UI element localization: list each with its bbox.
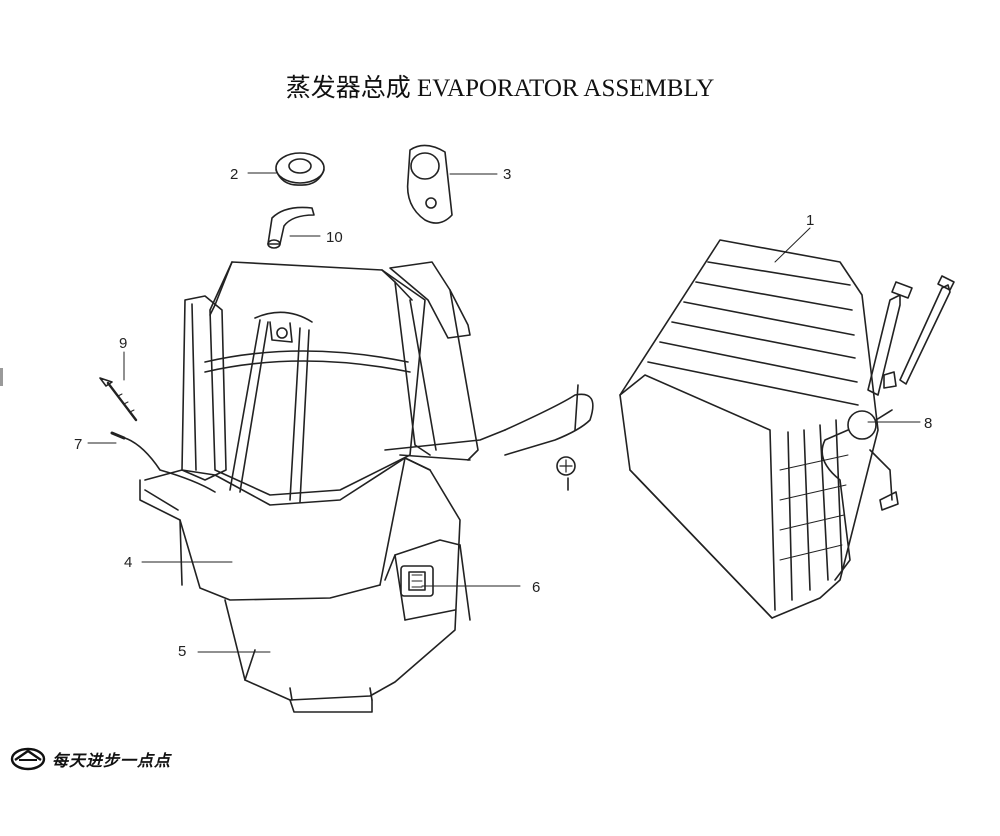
grommet-part	[275, 152, 325, 186]
evaporator-core-part	[619, 239, 879, 619]
callout-6: 6	[421, 579, 540, 596]
callout-9: 9	[119, 335, 127, 381]
callout-4: 4	[124, 554, 233, 571]
callout-7: 7	[74, 436, 117, 453]
callout-number: 1	[806, 212, 814, 229]
callout-number: 5	[178, 643, 186, 660]
callout-number: 6	[532, 579, 540, 596]
temperature-sensor-part	[110, 431, 216, 493]
callout-number: 3	[503, 166, 511, 183]
callout-8: 8	[867, 415, 932, 432]
brand-logo-icon	[10, 747, 46, 771]
edge-mark	[0, 368, 3, 386]
drain-hose-part	[267, 206, 315, 249]
callout-number: 9	[119, 335, 127, 352]
bracket-plate-part	[406, 144, 453, 224]
callout-number: 7	[74, 436, 82, 453]
evaporator-housing	[139, 261, 594, 713]
callout-5: 5	[178, 643, 271, 660]
callout-number: 2	[230, 166, 238, 183]
callout-10: 10	[289, 229, 343, 246]
callout-3: 3	[449, 166, 511, 183]
callout-1: 1	[774, 212, 814, 263]
connector-part	[400, 565, 434, 597]
screw-part	[99, 377, 138, 422]
callout-number: 4	[124, 554, 132, 571]
callout-2: 2	[230, 166, 277, 183]
footer-slogan: 每天进步一点点	[52, 751, 172, 770]
expansion-valve-part	[821, 275, 955, 581]
page-title: 蒸发器总成 EVAPORATOR ASSEMBLY	[285, 75, 715, 102]
callout-number: 8	[924, 415, 932, 432]
footer: 每天进步一点点	[10, 744, 171, 774]
callout-number: 10	[326, 229, 343, 246]
